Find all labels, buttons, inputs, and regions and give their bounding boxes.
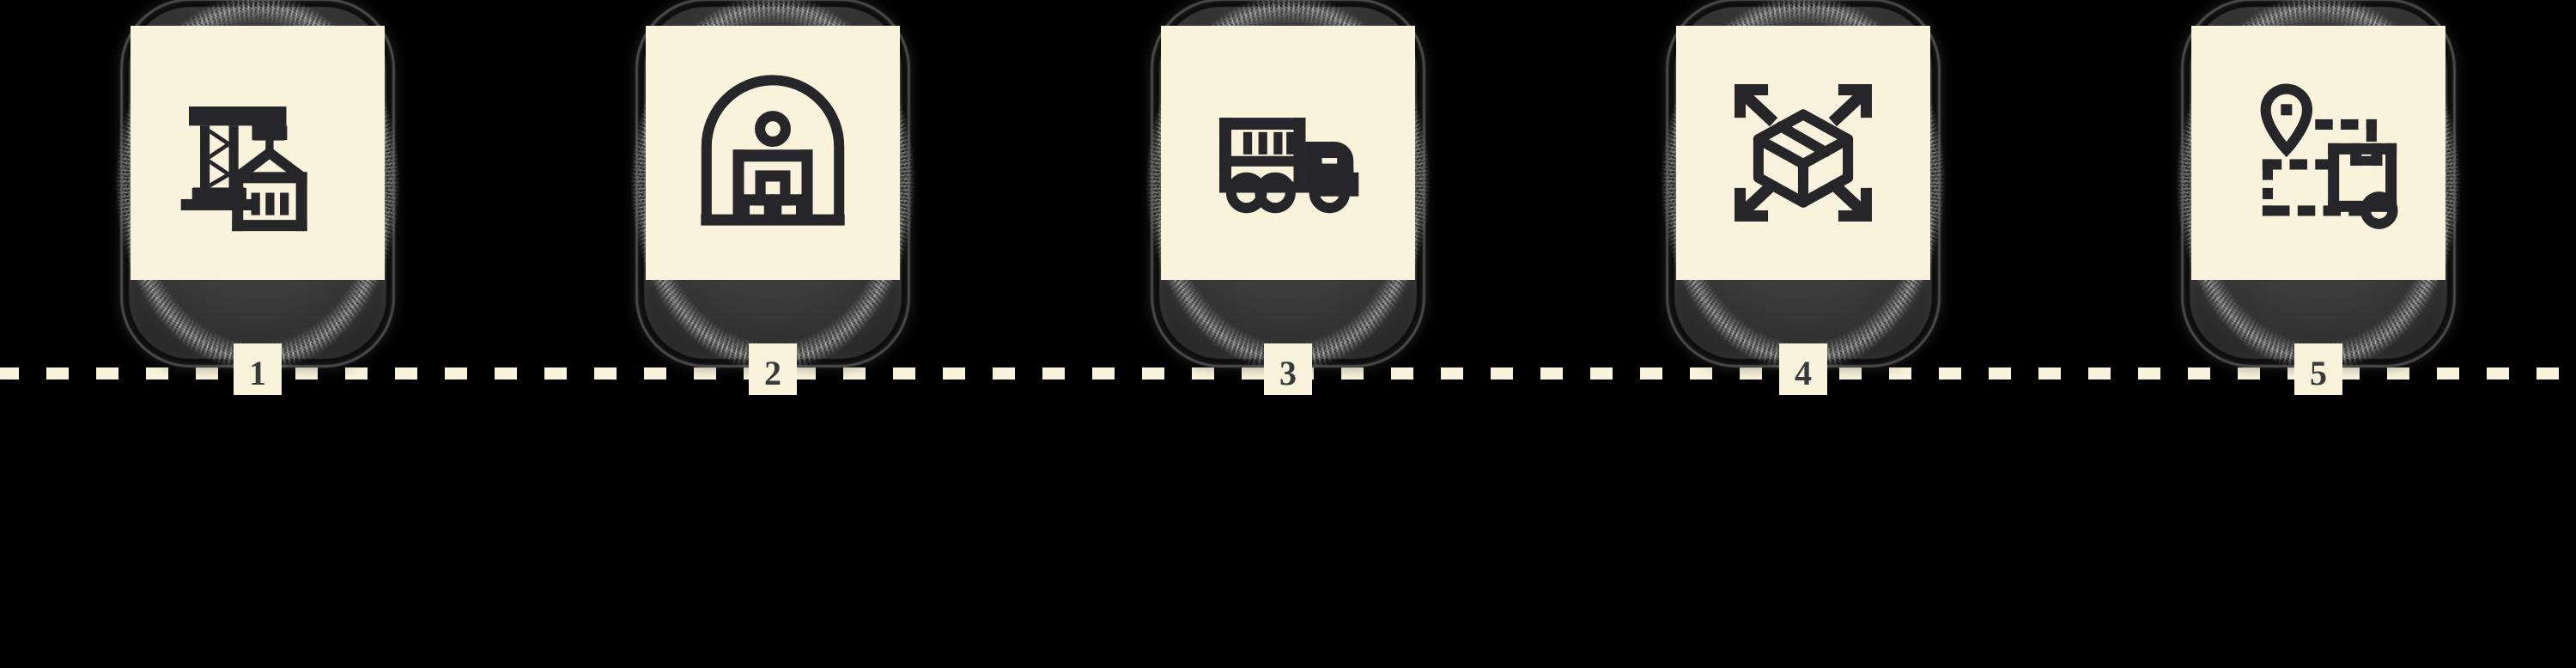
step-5-number-badge[interactable]: 5 <box>2294 343 2342 404</box>
empty-lower-area <box>0 395 2576 668</box>
warehouse-storage-boxes-icon <box>701 75 845 226</box>
timeline-step-5[interactable]: 5 <box>2061 0 2576 429</box>
step-5-icon-tile[interactable] <box>2191 26 2445 280</box>
step-2-icon-tile[interactable] <box>646 26 900 280</box>
step-4-icon-tile[interactable] <box>1676 26 1930 280</box>
timeline-step-3[interactable]: 3 <box>1030 0 1546 429</box>
delivery-cargo-truck-icon <box>1219 118 1359 214</box>
timeline-step-4[interactable]: 4 <box>1546 0 2061 429</box>
port-gantry-crane-container-icon <box>180 106 307 232</box>
timeline-step-2[interactable]: 2 <box>515 0 1030 429</box>
step-4-number-badge[interactable]: 4 <box>1779 343 1827 404</box>
package-box-expand-arrows-icon <box>1735 84 1872 222</box>
delivery-route-map-pin-parcel-icon <box>2260 83 2398 229</box>
step-2-number-badge[interactable]: 2 <box>749 343 797 404</box>
step-1-number-badge[interactable]: 1 <box>234 343 282 404</box>
step-3-icon-tile[interactable] <box>1161 26 1415 280</box>
timeline-step-1[interactable]: 1 <box>0 0 515 429</box>
step-3-number-badge[interactable]: 3 <box>1264 343 1312 404</box>
step-1-icon-tile[interactable] <box>131 26 385 280</box>
